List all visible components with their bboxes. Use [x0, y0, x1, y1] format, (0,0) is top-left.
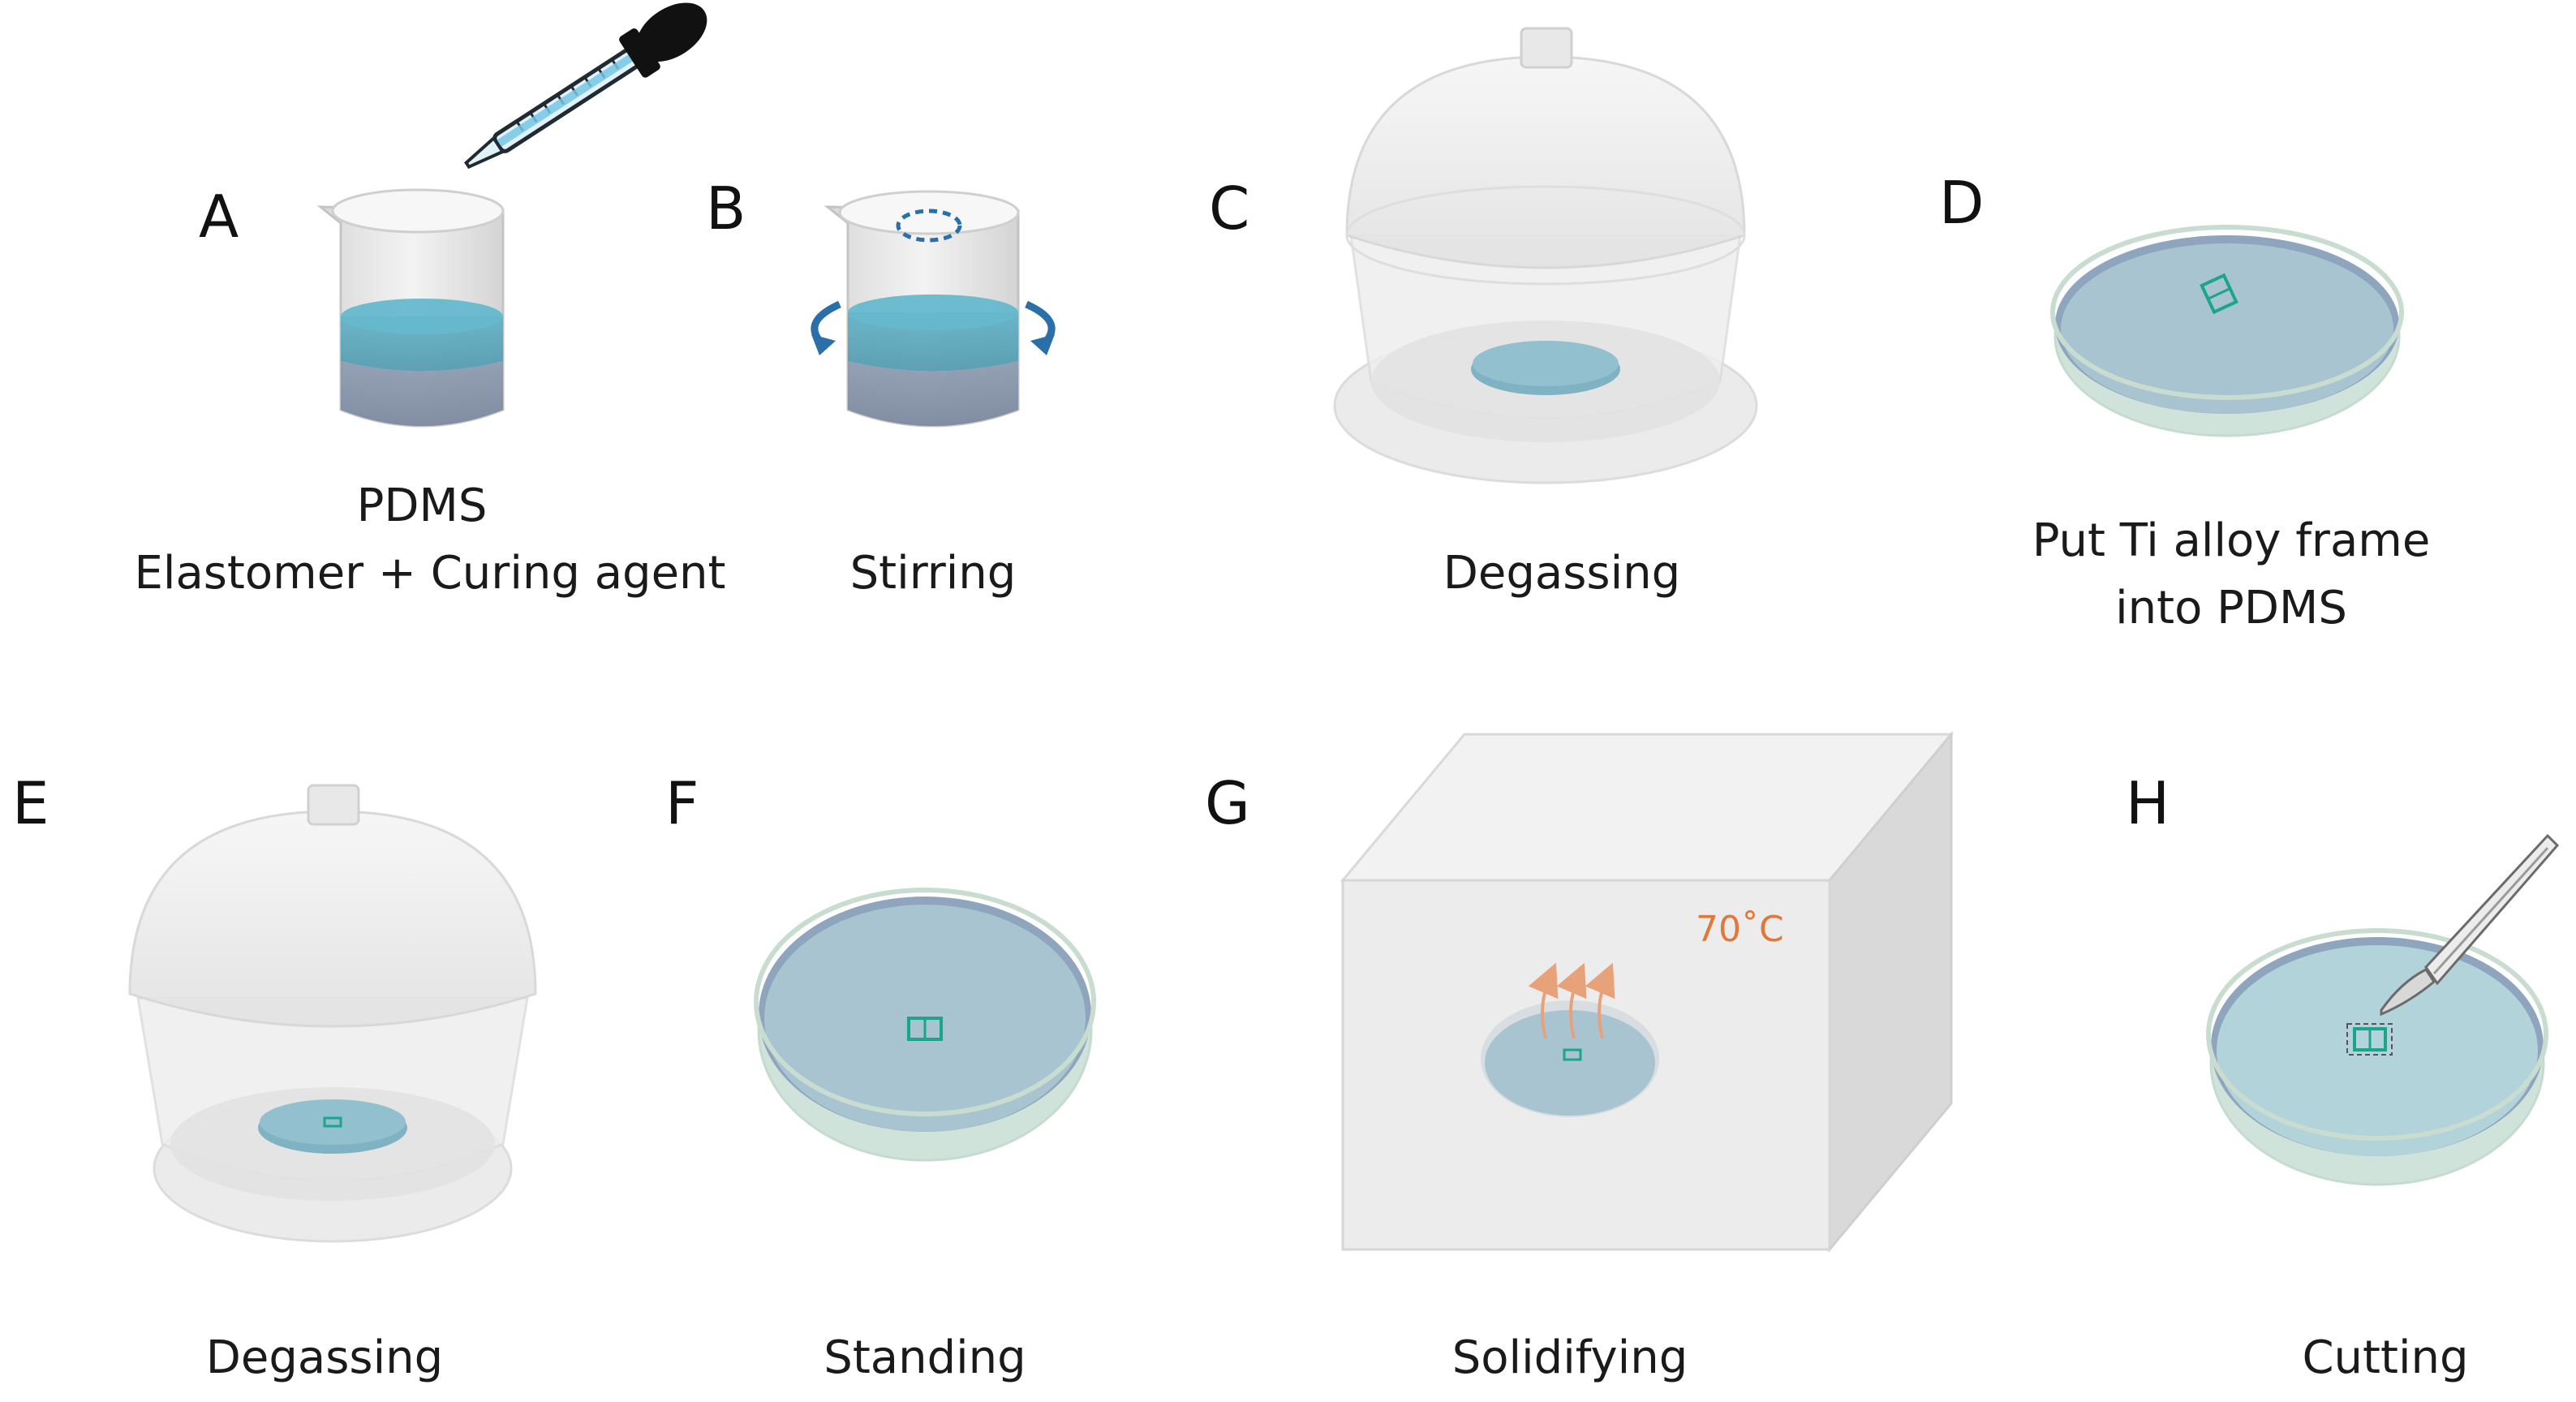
panel-h: H Cutting [2126, 769, 2560, 1384]
vacuum-desiccator-icon [1333, 27, 1758, 484]
panel-a: A [135, 2, 726, 600]
panel-d: D Put Ti alloy frame into PDMS [1939, 169, 2430, 634]
caption-a-line-1: PDMS [357, 480, 488, 532]
panel-e: E Degassing [12, 769, 537, 1384]
beaker-icon [316, 188, 505, 428]
petri-dish-icon [2206, 928, 2548, 1186]
stir-rotation-icon [896, 209, 962, 243]
caption-c: Degassing [1443, 547, 1680, 600]
panel-b: B Stirring [706, 174, 1056, 600]
panel-letter-d: D [1939, 169, 1984, 237]
petri-dish-icon [2050, 225, 2404, 437]
rotation-arrowhead-icon [811, 334, 836, 355]
caption-g: Solidifying [1452, 1331, 1688, 1384]
caption-f: Standing [824, 1331, 1026, 1384]
scalpel-icon [2380, 833, 2560, 1017]
caption-h: Cutting [2302, 1331, 2468, 1384]
cut-region-icon [2346, 1023, 2393, 1056]
oven-temperature-label: 70˚C [1696, 909, 1784, 950]
caption-b: Stirring [850, 547, 1017, 600]
panel-letter-e: E [12, 769, 49, 837]
dropper-icon [411, 2, 707, 227]
ti-frame-icon [907, 1017, 943, 1041]
panel-letter-g: G [1205, 769, 1250, 837]
caption-a-line-2: Elastomer + Curing agent [135, 547, 726, 600]
vacuum-desiccator-icon [128, 784, 537, 1243]
rotation-arrowhead-icon [1030, 334, 1055, 355]
panel-letter-a: A [199, 183, 239, 251]
caption-d-line-1: Put Ti alloy frame [2032, 514, 2431, 567]
panel-letter-h: H [2126, 769, 2170, 837]
beaker-icon [824, 190, 1020, 428]
oven-icon [1340, 730, 1955, 1254]
panel-letter-b: B [706, 174, 746, 243]
panel-letter-c: C [1209, 174, 1249, 243]
panel-f: F Standing [665, 769, 1096, 1384]
panel-g: G 70˚C Solidifying [1205, 730, 1955, 1384]
panel-letter-f: F [665, 769, 699, 837]
panel-c: C Degassing [1209, 27, 1758, 600]
ti-frame-icon [2200, 273, 2238, 315]
caption-e: Degassing [206, 1331, 443, 1384]
caption-d-line-2: into PDMS [2115, 582, 2347, 634]
heat-arrow-icon [1528, 962, 1615, 1039]
